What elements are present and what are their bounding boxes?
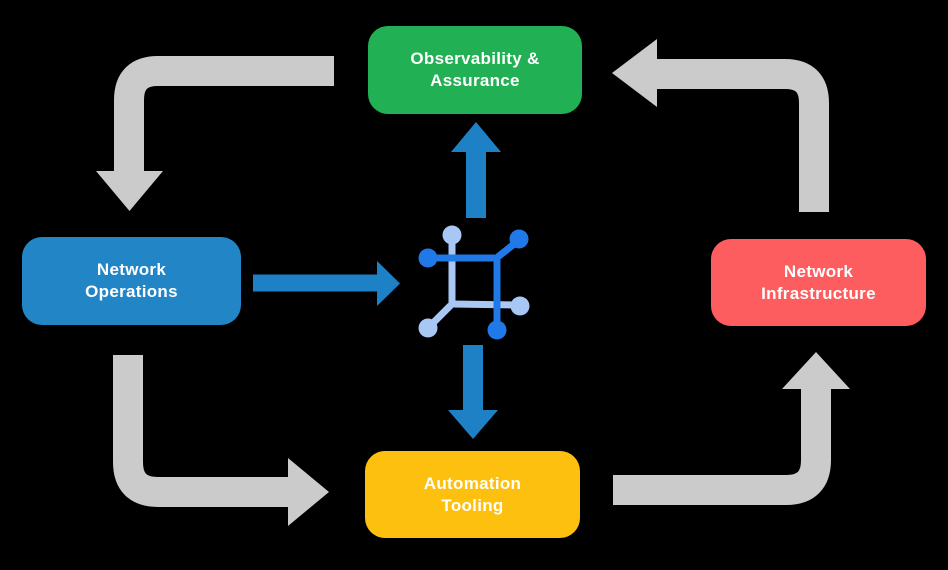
arrow-shaft [113,355,289,507]
network-fabric-icon [418,225,530,340]
arrow-platform-to-automation [448,345,498,439]
icon-node-dot-top [442,225,462,245]
node-label-line1: Observability & [410,49,540,68]
icon-node-dot-topright [509,229,529,249]
arrow-head [451,122,501,152]
arrow-platform-to-observability [451,122,501,218]
node-observability-assurance: Observability & Assurance [368,26,582,114]
node-label-line1: Automation [423,473,522,493]
arrow-shaft [613,389,831,505]
icon-node-dot-right [510,296,530,316]
arrow-operations-to-automation [113,355,329,526]
arrow-observability-to-operations [96,56,334,211]
node-label: Network Operations [85,259,178,303]
node-network-infrastructure: Network Infrastructure [711,239,926,326]
node-label-line2: Assurance [430,71,520,90]
node-label-line1: Network [783,261,854,281]
arrow-head [96,171,163,211]
node-label-line2: Operations [85,282,178,301]
node-label-line1: Network [96,260,167,279]
node-automation-tooling: Automation Tooling [365,451,580,538]
arrow-automation-to-infrastructure [613,352,850,505]
arrow-head [377,261,400,306]
node-network-operations: Network Operations [22,237,241,325]
arrow-head [448,410,498,439]
node-label: Network Infrastructure [761,261,876,305]
arrow-head [288,458,329,526]
icon-node-dot-left [418,248,438,268]
node-label-line2: Tooling [441,495,504,515]
arrow-head [782,352,850,389]
arrow-head [612,39,657,107]
arrow-operations-to-platform [253,261,400,306]
icon-link-bottom-edge [448,300,522,309]
node-label: Observability & Assurance [410,48,539,92]
arrow-infrastructure-to-observability [612,39,829,212]
arrow-shaft [657,59,829,212]
icon-node-dot-bottomleft [418,318,438,338]
node-label-line2: Infrastructure [761,283,876,303]
node-label: Automation Tooling [424,473,521,517]
icon-node-dot-bottom [487,320,507,340]
arrow-shaft [114,56,334,172]
